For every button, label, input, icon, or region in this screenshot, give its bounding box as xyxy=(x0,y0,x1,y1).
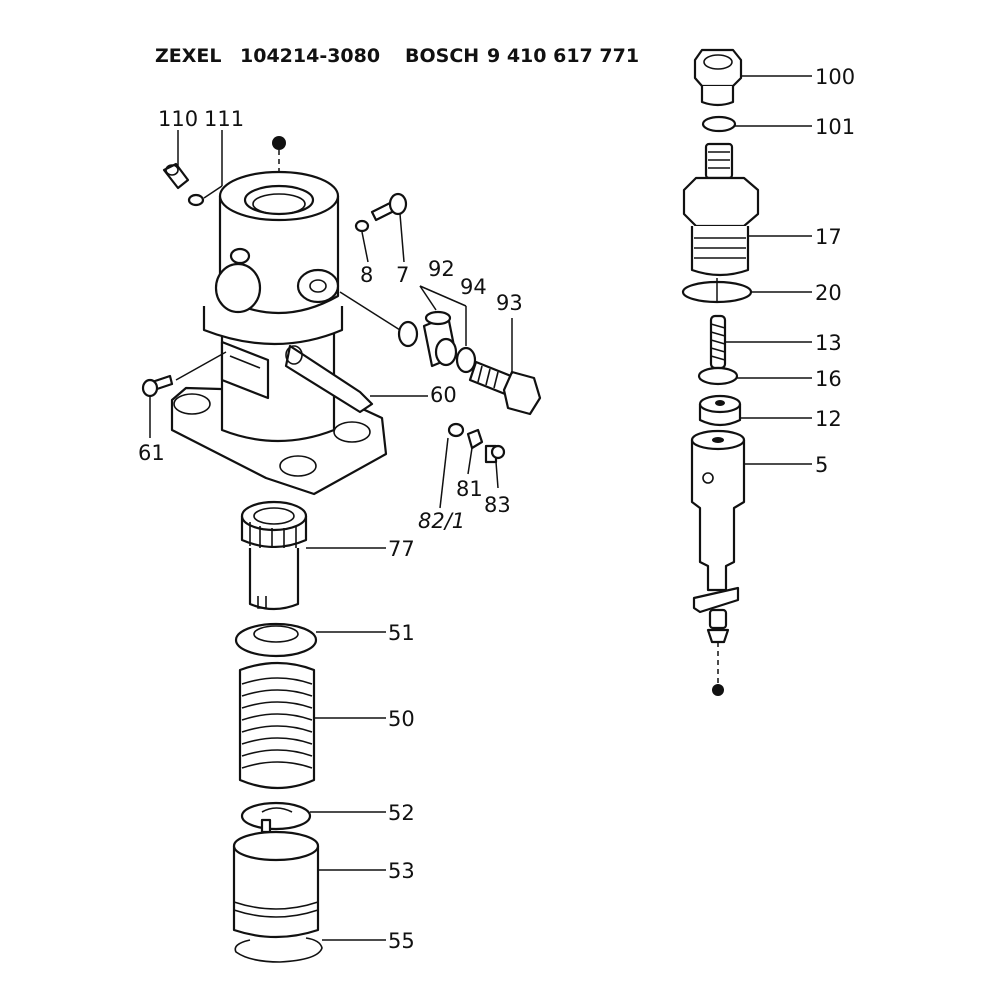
label-7: 7 xyxy=(396,263,409,287)
label-13: 13 xyxy=(815,331,842,355)
part-93-banjo-bolt xyxy=(468,360,542,416)
part-111-washer xyxy=(187,193,205,207)
label-16: 16 xyxy=(815,367,842,391)
label-8: 8 xyxy=(360,263,373,287)
header-part-number-1: 104214-3080 xyxy=(240,45,380,67)
right-assembly xyxy=(681,48,760,696)
label-94: 94 xyxy=(460,275,487,299)
label-51: 51 xyxy=(388,621,415,645)
label-92: 92 xyxy=(428,257,455,281)
part-110-bleed-screw xyxy=(162,162,190,190)
part-50-plunger-spring xyxy=(238,661,316,790)
label-12: 12 xyxy=(815,407,842,431)
part-94-washer xyxy=(455,346,477,374)
label-20: 20 xyxy=(815,281,842,305)
part-5-barrel-plunger xyxy=(690,429,746,644)
part-13-spring xyxy=(709,314,727,370)
header-maker-1: ZEXEL xyxy=(155,45,222,67)
part-92-banjo-fitting xyxy=(397,310,458,368)
label-101: 101 xyxy=(815,115,855,139)
label-53: 53 xyxy=(388,859,415,883)
label-77: 77 xyxy=(388,537,415,561)
part-16-ring xyxy=(697,366,739,386)
part-83-screw xyxy=(484,444,506,464)
label-60: 60 xyxy=(430,383,457,407)
part-77-control-sleeve xyxy=(240,500,308,611)
part-82-1-washer xyxy=(447,422,465,438)
label-55: 55 xyxy=(388,929,415,953)
part-81-lock-plate xyxy=(466,428,484,450)
label-81: 81 xyxy=(456,477,483,501)
header: ZEXEL 104214-3080 BOSCH 9 410 617 771 xyxy=(155,45,639,67)
part-53-tappet xyxy=(232,830,320,939)
label-83: 83 xyxy=(484,493,511,517)
part-52-lower-seat xyxy=(240,801,312,834)
label-100: 100 xyxy=(815,65,855,89)
part-7-screw xyxy=(370,192,408,222)
label-110: 110 xyxy=(158,107,198,131)
header-maker-2: BOSCH xyxy=(405,45,479,67)
part-61-screw xyxy=(141,374,174,398)
label-50: 50 xyxy=(388,707,415,731)
axis-dot-bottom xyxy=(712,684,724,696)
label-61: 61 xyxy=(138,441,165,465)
part-101-washer xyxy=(701,115,737,133)
label-93: 93 xyxy=(496,291,523,315)
part-100-nut xyxy=(693,48,743,107)
right-labels: 100 101 17 20 13 16 12 5 xyxy=(725,65,855,477)
part-12-valve xyxy=(698,394,742,427)
label-111: 111 xyxy=(204,107,244,131)
label-5: 5 xyxy=(815,453,828,477)
part-51-spring-seat xyxy=(234,622,318,658)
part-17-holder xyxy=(682,142,760,277)
axis-dot-top xyxy=(272,136,286,150)
pump-housing xyxy=(170,136,388,496)
part-8-washer xyxy=(354,219,370,233)
part-55-snap-ring xyxy=(234,937,323,963)
label-52: 52 xyxy=(388,801,415,825)
label-82-1: 82/1 xyxy=(418,509,465,533)
label-17: 17 xyxy=(815,225,842,249)
header-part-number-2: 9 410 617 771 xyxy=(487,45,639,67)
